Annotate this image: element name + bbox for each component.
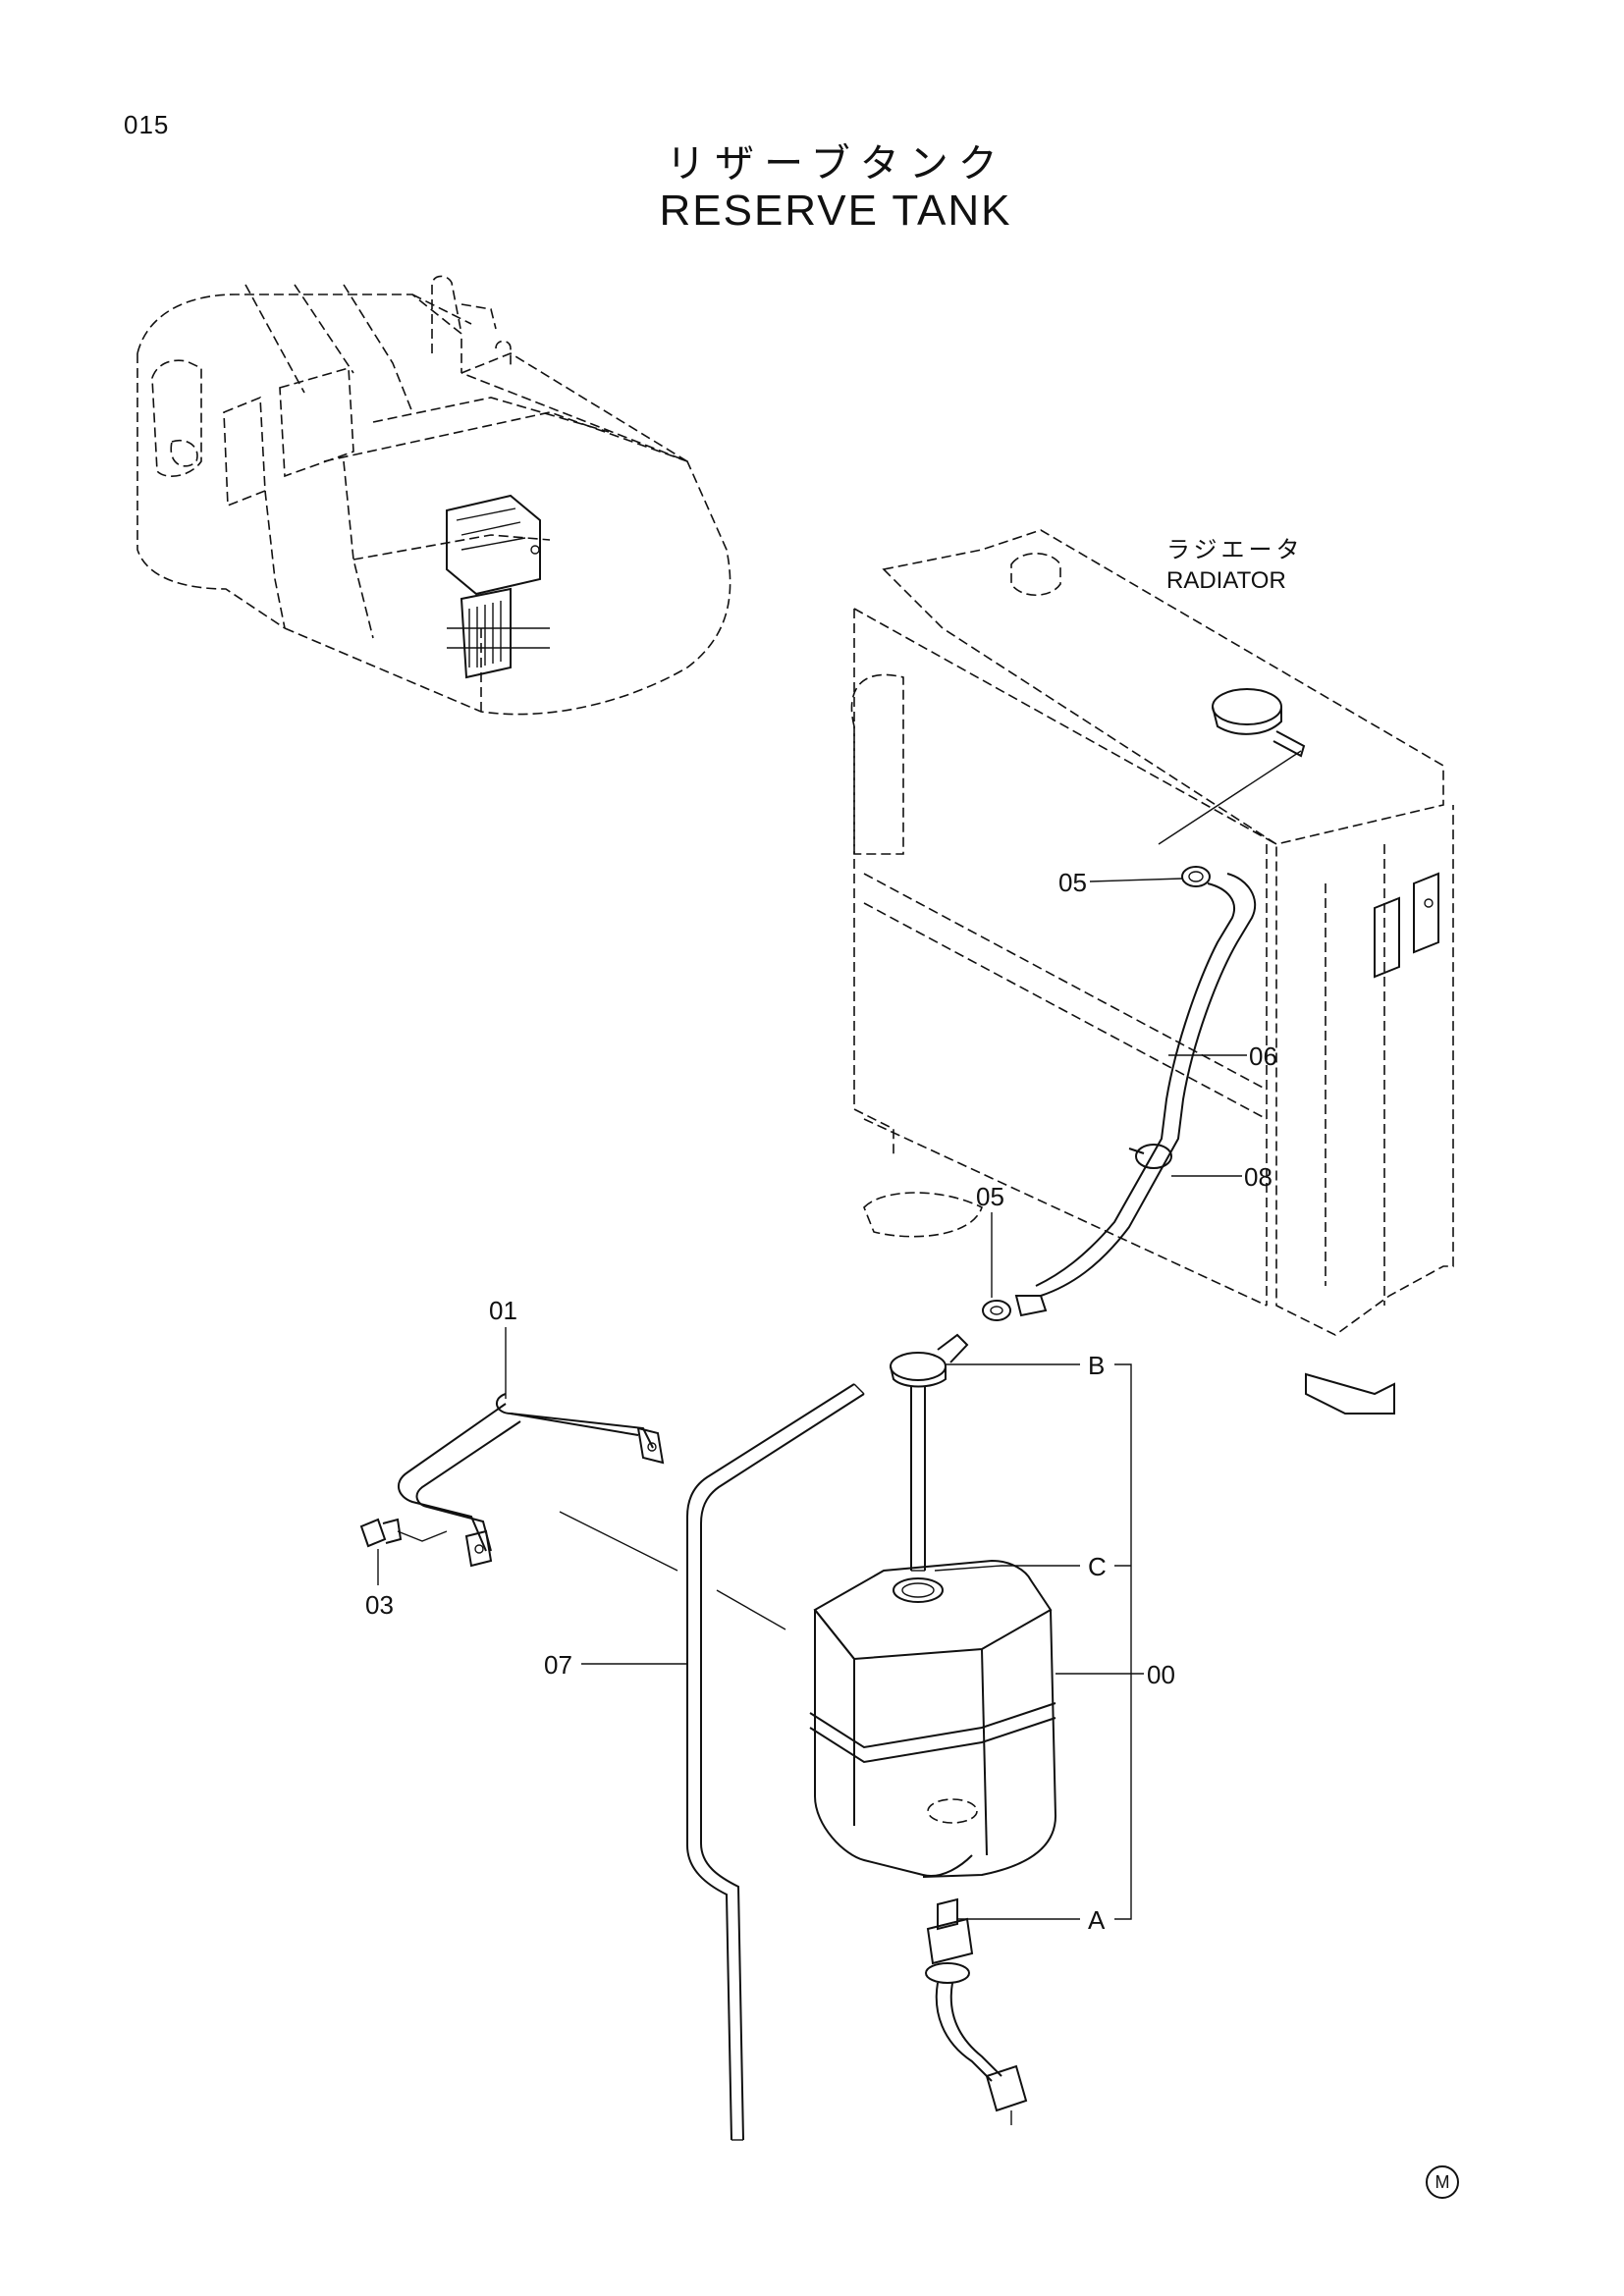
level-gauge-illustration xyxy=(890,1333,969,1572)
radiator-label-japanese: ラジエータ xyxy=(1166,536,1304,563)
page-title-japanese: リザーブタンク xyxy=(666,141,1007,187)
callout-06: 06 xyxy=(1249,1041,1277,1071)
drain-hose-illustration xyxy=(686,1383,865,2141)
page-number: 015 xyxy=(124,110,170,139)
callout-01: 01 xyxy=(489,1296,517,1325)
callout-00: 00 xyxy=(1147,1660,1175,1689)
radiator-illustration xyxy=(850,529,1454,1415)
callout-05-lower: 05 xyxy=(976,1182,1004,1211)
callout-08: 08 xyxy=(1244,1162,1272,1192)
callout-03: 03 xyxy=(365,1590,394,1620)
callout-07: 07 xyxy=(544,1650,572,1680)
overflow-hose-illustration xyxy=(982,866,1257,1321)
callout-05-upper: 05 xyxy=(1058,868,1087,897)
callout-a: A xyxy=(1088,1905,1106,1935)
radiator-label: RADIATOR xyxy=(1166,567,1286,594)
reserve-tank-illustration xyxy=(809,1559,1057,1878)
page-title: RESERVE TANK xyxy=(659,187,1012,235)
excavator-overview-illustration xyxy=(136,275,731,716)
corner-mark: M xyxy=(1426,2165,1459,2199)
callout-b: B xyxy=(1088,1351,1106,1380)
callout-leader-lines xyxy=(377,878,1247,1920)
callout-c: C xyxy=(1088,1552,1107,1581)
level-sensor-illustration xyxy=(925,1897,1028,2125)
bracket-illustration xyxy=(359,1393,786,1630)
